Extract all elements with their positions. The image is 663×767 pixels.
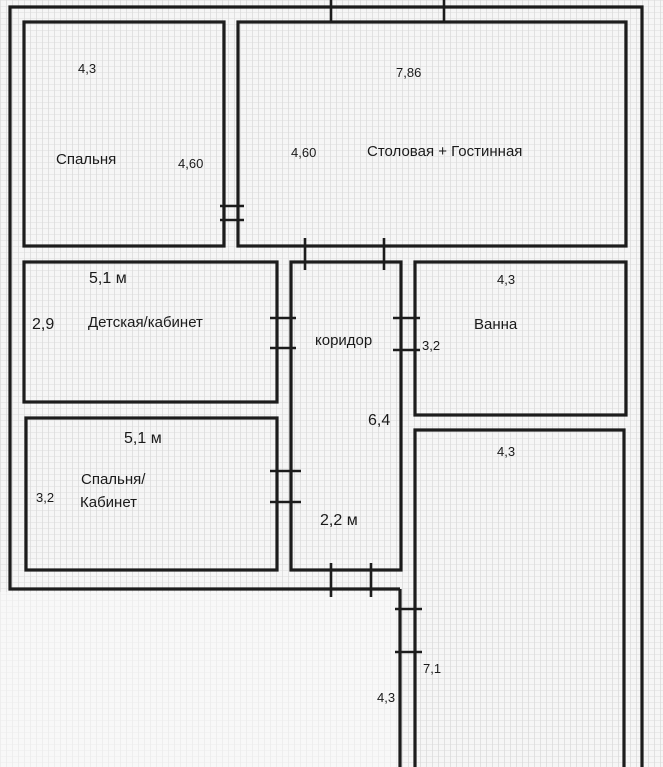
corridor-width-label: 2,2 м	[320, 512, 358, 529]
bedroom-width-label: 4,3	[78, 61, 96, 76]
corridor-name-label: коридор	[315, 332, 372, 349]
room-kids	[22, 260, 279, 404]
door-marks	[220, 0, 446, 654]
room-bedroom	[22, 20, 226, 248]
bath-name-label: Ванна	[474, 316, 518, 333]
bedroom-name-label: Спальня	[56, 151, 116, 168]
living-depth-label: 4,60	[291, 145, 316, 160]
outside-area	[0, 592, 400, 767]
kids-width-label: 5,1 м	[89, 270, 127, 287]
bedroom2-name-line1: Спальня/	[81, 471, 146, 488]
living-name-label: Столовая + Гостинная	[367, 143, 522, 160]
bath-width-label: 4,3	[497, 272, 515, 287]
room-bedroom2	[24, 416, 279, 572]
room-bath	[413, 260, 628, 417]
bedroom2-width-label: 5,1 м	[124, 430, 162, 447]
living-width-label: 7,86	[396, 65, 421, 80]
room-annex	[413, 428, 626, 767]
corridor-length-label: 6,4	[368, 412, 390, 429]
bath-depth-label: 3,2	[422, 338, 440, 353]
annex-width-label: 4,3	[497, 444, 515, 459]
kids-name-label: Детская/кабинет	[88, 314, 203, 331]
kids-depth-label: 2,9	[32, 316, 54, 333]
outside-width-label: 4,3	[377, 690, 395, 705]
bedroom2-depth-label: 3,2	[36, 490, 54, 505]
room-living	[236, 20, 628, 248]
room-corridor	[289, 260, 403, 572]
outer-wall-left	[8, 5, 644, 767]
bedroom2-name-line2: Кабинет	[80, 494, 137, 511]
outer-walls	[8, 5, 644, 767]
bedroom-depth-label: 4,60	[178, 156, 203, 171]
annex-length-label: 7,1	[423, 661, 441, 676]
